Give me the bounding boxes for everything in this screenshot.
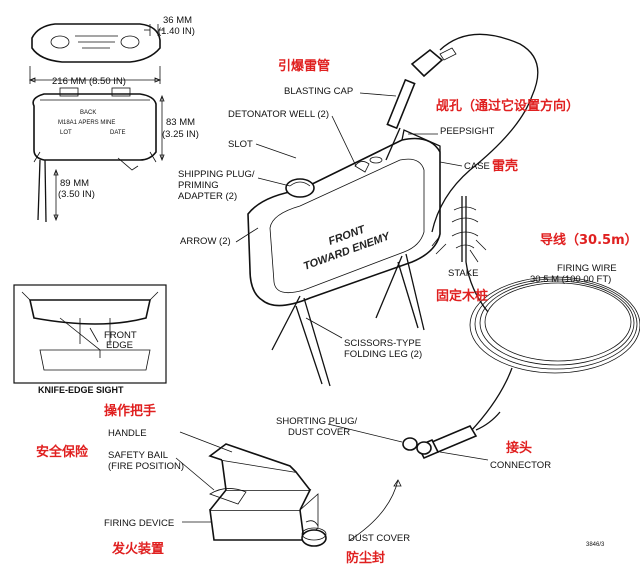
firing-wire-label-1: FIRING WIRE	[557, 263, 617, 274]
front-face-text-1: BACK	[80, 110, 96, 116]
scissors-leg-label-1: SCISSORS-TYPE	[344, 338, 421, 349]
mine-front-view	[32, 87, 165, 223]
dim-top-width: 36 MM	[163, 15, 192, 26]
safety-bail-cn-label: 安全保险	[36, 444, 89, 460]
peepsight-label: PEEPSIGHT	[440, 126, 495, 137]
claymore-mine-body	[247, 129, 441, 307]
blasting-cap-label: BLASTING CAP	[284, 86, 353, 97]
shorting-plug-label-1: SHORTING PLUG/	[276, 416, 357, 427]
arrow-label: ARROW (2)	[180, 236, 231, 247]
peepsight-cn-label: 觇孔（通过它设置方向）	[436, 98, 579, 114]
front-edge-label-1: FRONT	[104, 330, 137, 341]
front-face-text-2: M18A1 APERS MINE	[58, 120, 115, 126]
shorting-plug-label-2: DUST COVER	[288, 427, 350, 438]
front-face-text-4: DATE	[110, 130, 126, 136]
connector-cn-label: 接头	[506, 440, 532, 456]
handle-label: HANDLE	[108, 428, 147, 439]
slot-label: SLOT	[228, 139, 253, 150]
stake-label: STAKE	[448, 268, 478, 279]
case-cn-label: 雷壳	[492, 158, 518, 174]
shipping-plug-label-1: SHIPPING PLUG/	[178, 169, 255, 180]
firing-wire-label-2: 30.5 M (100.00 FT)	[530, 274, 611, 285]
scissors-folding-legs	[271, 253, 425, 387]
detonator-well-label: DETONATOR WELL (2)	[228, 109, 329, 120]
dim-leg: 89 MM	[60, 178, 89, 189]
safety-bail-label-2: (FIRE POSITION)	[108, 461, 184, 472]
stake	[431, 196, 487, 263]
dust-cover-label: DUST COVER	[348, 533, 410, 544]
front-edge-label-2: EDGE	[106, 340, 133, 351]
handle-cn-label: 操作把手	[104, 403, 156, 419]
shipping-plug-label-3: ADAPTER (2)	[178, 191, 237, 202]
safety-bail-label-1: SAFETY BAIL	[108, 450, 168, 461]
knife-edge-sight-label: KNIFE-EDGE SIGHT	[38, 385, 124, 395]
dim-height-in: (3.25 IN)	[162, 129, 199, 140]
leader-lines	[175, 92, 489, 541]
connector-label: CONNECTOR	[490, 460, 551, 471]
front-face-text-3: LOT	[60, 130, 72, 136]
blasting-cap	[385, 33, 539, 233]
case-label: CASE	[464, 161, 490, 172]
dim-top-width-in: (1.40 IN)	[158, 26, 195, 37]
mine-top-view	[28, 23, 164, 84]
figure-number: 3846/3	[586, 542, 605, 548]
dust-cover-cn-label: 防尘封	[346, 550, 385, 566]
dim-length: 216 MM (8.50 IN)	[52, 76, 126, 87]
shipping-plug-label-2: PRIMING	[178, 180, 219, 191]
firing-wire-cn-label: 导线（30.5m）	[540, 232, 638, 248]
dim-height: 83 MM	[166, 117, 195, 128]
connector	[402, 411, 501, 460]
knife-edge-sight-inset	[13, 284, 167, 384]
firing-device-cn-label: 发火装置	[111, 541, 164, 557]
dim-leg-in: (3.50 IN)	[58, 189, 95, 200]
firing-device	[208, 443, 327, 547]
firing-wire-coil	[465, 261, 640, 433]
scissors-leg-label-2: FOLDING LEG (2)	[344, 349, 422, 360]
blasting-cap-cn-label: 引爆雷管	[278, 58, 330, 74]
firing-device-label: FIRING DEVICE	[104, 518, 174, 529]
stake-cn-label: 固定木桩	[436, 288, 488, 304]
